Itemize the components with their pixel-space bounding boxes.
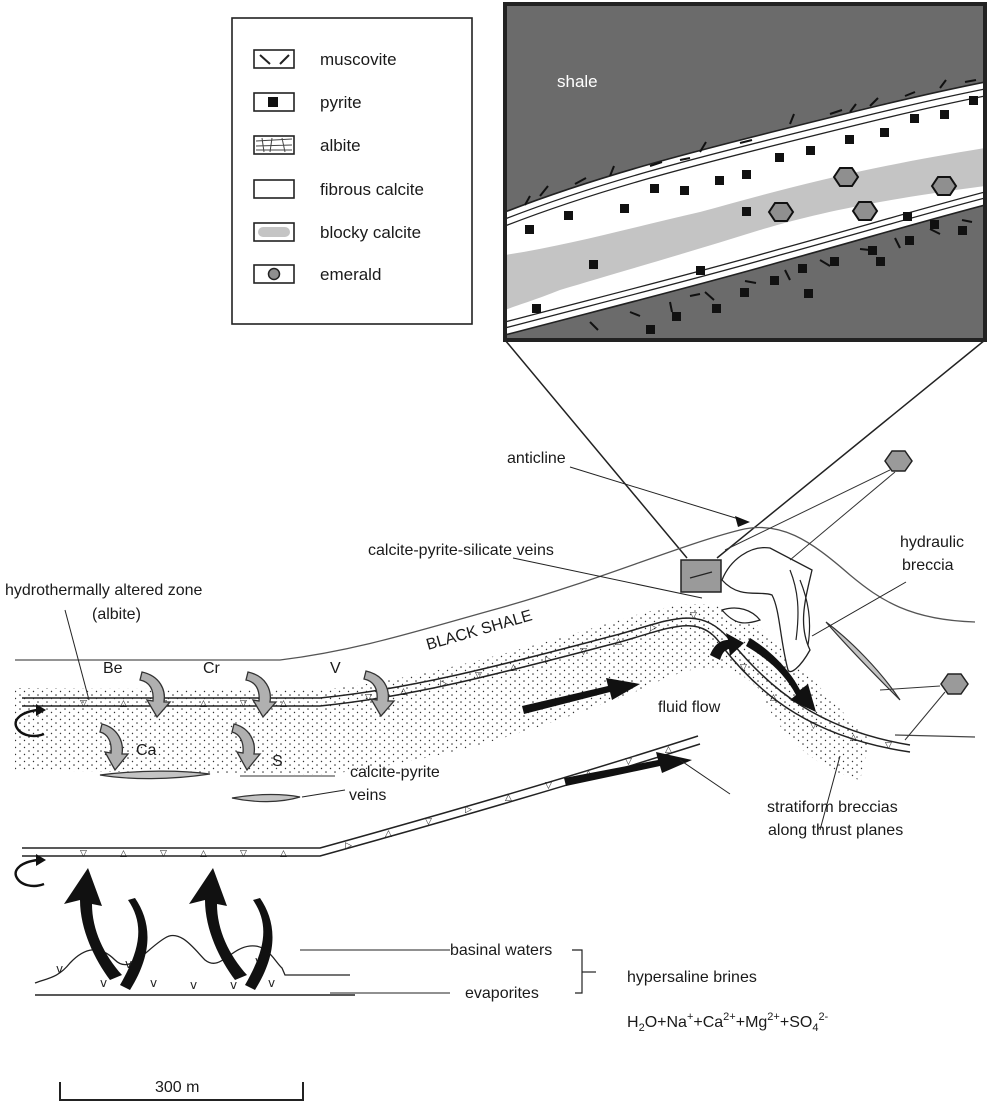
- cross-section: ▽△▽ △▽△ ▽△▷ ▽△▷ ▽△▷ ▽▽△ ▽△▽ ▽△▽ △▽△ ▷△▽ …: [15, 451, 975, 886]
- label-element-be: Be: [103, 660, 123, 677]
- legend-label-emerald: emerald: [320, 265, 381, 284]
- inset-detail: shale: [505, 4, 985, 340]
- svg-text:▷: ▷: [465, 805, 472, 815]
- svg-text:△: △: [120, 699, 127, 709]
- svg-text:△: △: [400, 687, 407, 697]
- label-anticline: anticline: [507, 450, 566, 467]
- svg-text:△: △: [200, 849, 207, 859]
- zoom-line-left: [505, 340, 687, 558]
- svg-text:▽: ▽: [365, 693, 372, 703]
- upwelling-arrow-left-icon: [64, 868, 122, 980]
- vein-lens-1: [100, 771, 210, 779]
- emerald-symbol: [254, 265, 294, 283]
- label-basinal-waters: basinal waters: [450, 942, 552, 959]
- fibrous-calcite-symbol: [254, 180, 294, 198]
- label-altered-zone: hydrothermally altered zone: [5, 582, 203, 599]
- svg-text:△: △: [120, 849, 127, 859]
- label-veins: veins: [349, 787, 386, 804]
- svg-text:△: △: [280, 849, 287, 859]
- svg-text:▷: ▷: [650, 623, 657, 633]
- svg-text:▽: ▽: [160, 849, 167, 859]
- legend-label-fibrous-calcite: fibrous calcite: [320, 180, 424, 199]
- svg-text:△: △: [200, 699, 207, 709]
- upwelling-arrow-right-icon: [189, 868, 247, 980]
- svg-text:△: △: [850, 733, 857, 743]
- label-evaporites: evaporites: [465, 985, 539, 1002]
- evaporite-surface: [35, 935, 350, 983]
- label-calcite-pyrite-silicate-veins: calcite-pyrite-silicate veins: [368, 542, 554, 559]
- label-stratiform-breccias: stratiform breccias: [767, 799, 898, 816]
- label-altered-zone-albite: (albite): [92, 606, 141, 623]
- label-fluid-flow: fluid flow: [658, 699, 721, 716]
- vein-lens-2: [232, 795, 300, 802]
- svg-text:△: △: [665, 745, 672, 755]
- legend-label-muscovite: muscovite: [320, 50, 397, 69]
- legend-label-blocky-calcite: blocky calcite: [320, 223, 421, 242]
- inset-shale-label: shale: [557, 72, 598, 91]
- vein-lens-3: [826, 622, 900, 700]
- svg-text:▷: ▷: [545, 655, 552, 665]
- svg-text:▽: ▽: [80, 699, 87, 709]
- recirc-arrow-lower-icon: [16, 860, 44, 886]
- svg-text:▽: ▽: [80, 849, 87, 859]
- svg-text:▽: ▽: [475, 671, 482, 681]
- scale-bar-label: 300 m: [155, 1079, 199, 1096]
- zoom-line-right: [717, 340, 985, 558]
- label-hypersaline-brines: hypersaline brines: [627, 969, 757, 986]
- muscovite-symbol: [254, 50, 294, 68]
- svg-text:▽: ▽: [885, 741, 892, 751]
- svg-text:v: v: [190, 978, 197, 992]
- svg-text:v: v: [268, 976, 275, 990]
- label-along-thrust-planes: along thrust planes: [768, 822, 903, 839]
- emerald-marker-lower: [941, 674, 968, 694]
- svg-text:▽: ▽: [545, 781, 552, 791]
- emerald-marker-upper: [885, 451, 912, 471]
- svg-text:△: △: [510, 663, 517, 673]
- svg-text:▷: ▷: [345, 841, 352, 851]
- svg-text:▽: ▽: [690, 611, 697, 621]
- svg-text:▽: ▽: [740, 663, 747, 673]
- svg-text:v: v: [230, 978, 237, 992]
- svg-text:△: △: [280, 699, 287, 709]
- detail-location-box: [681, 560, 721, 592]
- blocky-calcite-symbol: [254, 223, 294, 241]
- label-hydraulic: hydraulic: [900, 534, 964, 551]
- svg-text:▽: ▽: [580, 647, 587, 657]
- svg-text:v: v: [56, 962, 63, 976]
- label-breccia: breccia: [902, 557, 954, 574]
- legend-label-pyrite: pyrite: [320, 93, 362, 112]
- label-element-s: S: [272, 753, 283, 770]
- svg-text:△: △: [615, 637, 622, 647]
- pyrite-symbol: [254, 93, 294, 111]
- legend-label-albite: albite: [320, 136, 361, 155]
- label-element-cr: Cr: [203, 660, 221, 677]
- svg-text:▽: ▽: [425, 817, 432, 827]
- legend: muscovite pyrite albite fibrous calcite …: [232, 18, 472, 324]
- chemical-formula: H2O+Na++Ca2++Mg2++SO42-: [627, 1011, 829, 1034]
- upwelling-arrows: [64, 868, 273, 990]
- svg-text:v: v: [150, 976, 157, 990]
- svg-text:v: v: [100, 976, 107, 990]
- svg-text:▽: ▽: [240, 849, 247, 859]
- label-element-ca: Ca: [136, 742, 157, 759]
- brines-bracket: [572, 950, 582, 993]
- svg-text:▽: ▽: [810, 721, 817, 731]
- svg-text:△: △: [385, 829, 392, 839]
- label-calcite-pyrite: calcite-pyrite: [350, 764, 440, 781]
- svg-text:△: △: [770, 693, 777, 703]
- svg-text:△: △: [505, 793, 512, 803]
- albite-symbol: [254, 136, 294, 154]
- svg-text:▷: ▷: [440, 679, 447, 689]
- label-element-v: V: [330, 660, 341, 677]
- svg-text:▽: ▽: [240, 699, 247, 709]
- source-region: vvv vvv vv: [35, 868, 596, 995]
